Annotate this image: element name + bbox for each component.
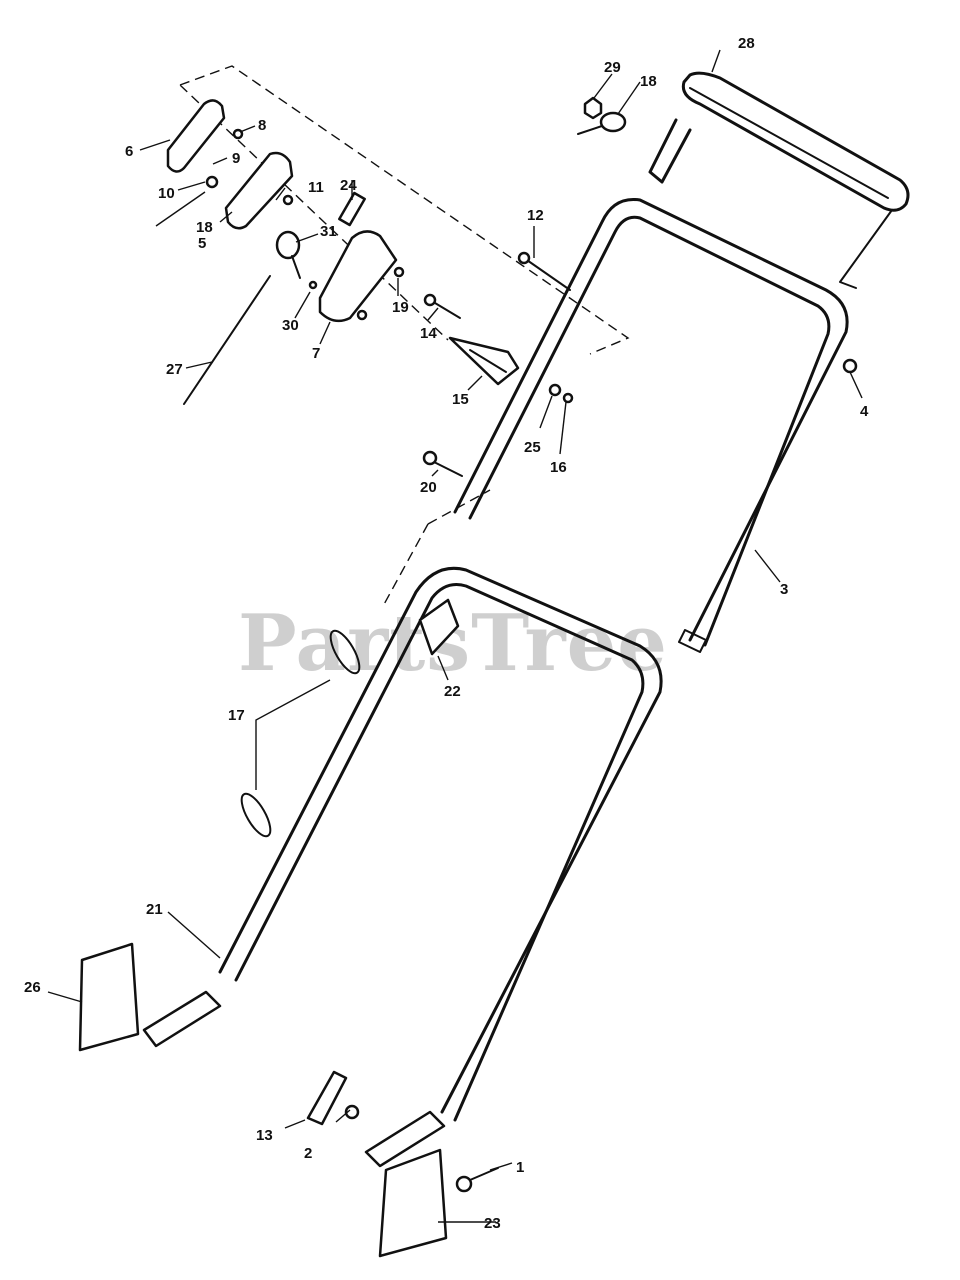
- bracket-15: [448, 336, 520, 386]
- callout-23: 23: [484, 1215, 501, 1232]
- nut-19: [393, 266, 405, 278]
- lever-13: [306, 1070, 348, 1126]
- callout-4: 4: [860, 403, 869, 420]
- callout-15: 15: [452, 391, 469, 408]
- callout-1: 1: [516, 1159, 524, 1176]
- assembly-guide-upper: [179, 65, 630, 355]
- callout-11: 11: [308, 179, 324, 196]
- callout-12: 12: [527, 207, 544, 224]
- callout-24: 24: [340, 177, 357, 194]
- label-24: [338, 191, 366, 227]
- callout-25: 25: [524, 439, 541, 456]
- cable-27: [183, 275, 271, 405]
- washer-2: [344, 1104, 360, 1120]
- housing-5: [224, 151, 294, 230]
- callout-16: 16: [550, 459, 567, 476]
- callout-9: 9: [232, 150, 240, 167]
- callout-14: 14: [420, 325, 437, 342]
- guide-22: [418, 598, 460, 656]
- nut-29: [583, 96, 603, 120]
- callout-29: 29: [604, 59, 621, 76]
- callout-30: 30: [282, 317, 299, 334]
- washer-19: [356, 309, 368, 321]
- top-control-bar: [648, 71, 910, 289]
- callout-28: 28: [738, 35, 755, 52]
- callout-27: 27: [166, 361, 183, 378]
- washer-10: [205, 175, 219, 189]
- callout-18-top: 18: [640, 73, 657, 90]
- callout-26: 26: [24, 979, 41, 996]
- cover-6: [166, 99, 226, 173]
- nut-30: [308, 280, 318, 290]
- callout-22: 22: [444, 683, 461, 700]
- key-18: [577, 111, 627, 135]
- lower-handle: [142, 566, 663, 1168]
- callout-21: 21: [146, 901, 163, 918]
- bolt-20: [422, 450, 463, 477]
- callout-17: 17: [228, 707, 245, 724]
- callout-18-left: 18: [196, 219, 213, 236]
- washer-25: [548, 383, 562, 397]
- nut-4: [842, 358, 858, 374]
- callout-3: 3: [780, 581, 788, 598]
- leader-lines: [47, 49, 863, 1223]
- callout-31: 31: [320, 223, 337, 240]
- callout-2: 2: [304, 1145, 312, 1162]
- bolt-1: [455, 1167, 499, 1193]
- lever-31: [275, 230, 301, 279]
- callout-19: 19: [392, 299, 409, 316]
- callout-20: 20: [420, 479, 437, 496]
- screw-11: [282, 194, 294, 206]
- plate-23: [378, 1148, 448, 1258]
- callout-5: 5: [198, 235, 206, 252]
- bracket-7: [318, 230, 398, 323]
- callout-13: 13: [256, 1127, 273, 1144]
- callout-6: 6: [125, 143, 133, 160]
- cable-tie-17: [240, 629, 361, 838]
- bolt-14: [423, 293, 461, 319]
- callout-7: 7: [312, 345, 320, 362]
- bolt-12: [517, 251, 571, 291]
- callout-8: 8: [258, 117, 266, 134]
- callout-10: 10: [158, 185, 175, 202]
- plate-26: [78, 942, 140, 1052]
- upper-handle: [453, 197, 849, 653]
- nut-16: [562, 392, 574, 404]
